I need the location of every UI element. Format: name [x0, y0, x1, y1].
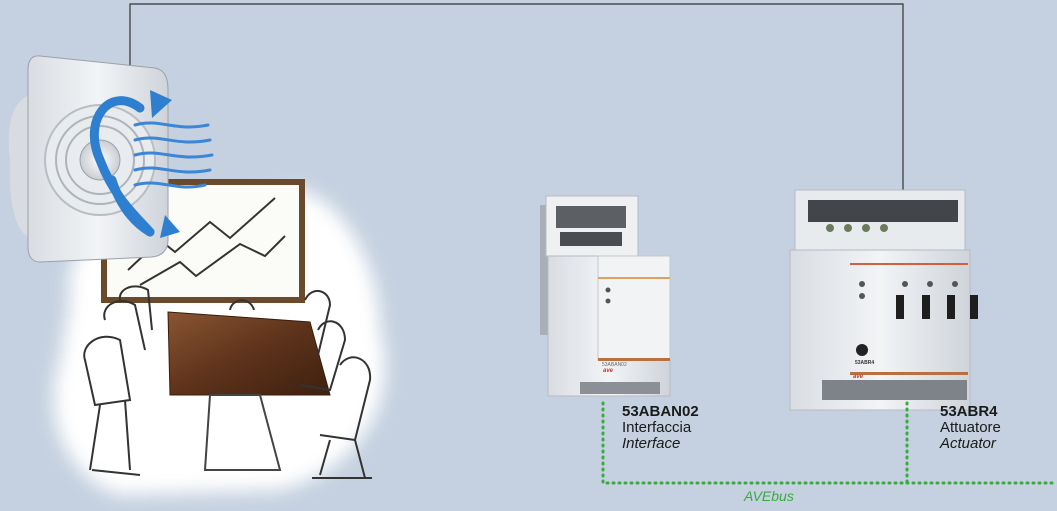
actuator-name-it: Attuatore — [940, 420, 1001, 436]
actuator-brand-label: ave — [853, 374, 863, 380]
interface-name-it: Interfaccia — [622, 420, 699, 436]
actuator-code: 53ABR4 — [940, 404, 1001, 420]
actuator-label: 53ABR4 Attuatore Actuator — [940, 404, 1001, 452]
avebus-label: AVEbus — [744, 488, 794, 504]
actuator-name-en: Actuator — [940, 436, 1001, 452]
interface-label: 53ABAN02 Interfaccia Interface — [622, 404, 699, 452]
actuator-module-label: 53ABR4 — [855, 360, 874, 366]
interface-brand-label: ave — [603, 368, 613, 374]
control-wire — [130, 4, 903, 196]
actuator-module-icon — [790, 190, 978, 410]
interface-code: 53ABAN02 — [622, 404, 699, 420]
interface-name-en: Interface — [622, 436, 699, 452]
